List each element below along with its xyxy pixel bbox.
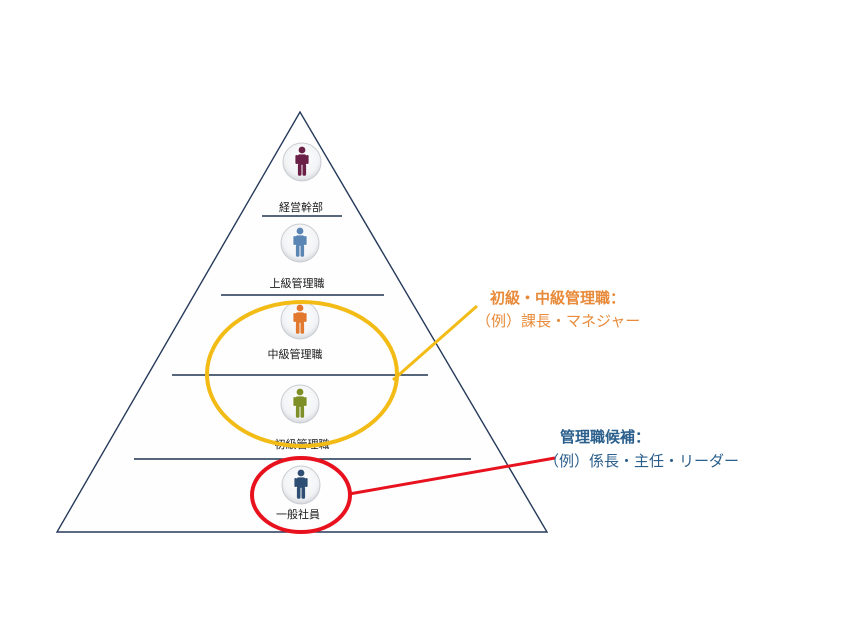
tier-general-staff: 一般社員	[276, 465, 321, 521]
tier-executive: 経営幹部	[279, 142, 323, 214]
management-connector-line	[392, 304, 478, 382]
management-callout-example: （例）課長・マネジャー	[476, 312, 640, 330]
management-callout-title: 初級・中級管理職：	[490, 289, 625, 307]
candidate-connector-line	[348, 456, 556, 496]
candidate-callout-example: （例）係長・主任・リーダー	[544, 452, 739, 470]
tier-middle-management: 中級管理職	[268, 300, 323, 361]
tier-label-general-staff: 一般社員	[276, 507, 320, 521]
tier-label-senior-management: 上級管理職	[270, 276, 325, 290]
management-highlight-ellipse	[205, 300, 399, 448]
tier-senior-management: 上級管理職	[270, 223, 325, 290]
tier-label-middle-management: 中級管理職	[268, 347, 323, 361]
management-callout: 初級・中級管理職： （例）課長・マネジャー	[476, 289, 640, 330]
candidate-callout-title: 管理職候補：	[560, 428, 650, 446]
candidate-callout: 管理職候補： （例）係長・主任・リーダー	[544, 428, 739, 470]
tier-label-executive: 経営幹部	[279, 200, 323, 214]
